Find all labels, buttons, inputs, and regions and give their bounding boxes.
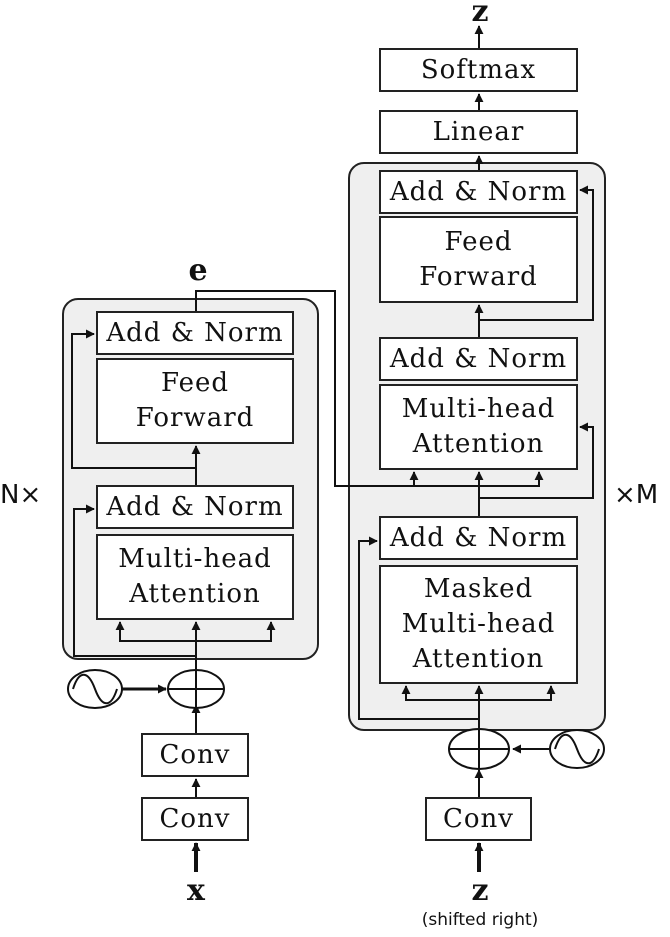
decoder-add-norm-top: Add & Norm [379,170,578,214]
encoder-add-norm-bottom: Add & Norm [96,485,294,529]
decoder-sum-node [448,728,510,770]
decoder-input-note: (shifted right) [421,910,539,930]
decoder-input-label: z [471,873,489,908]
encoder-conv-lower: Conv [141,797,249,841]
decoder-conv: Conv [425,797,532,841]
decoder-add-norm-mid: Add & Norm [379,337,578,381]
encoder-input-label: x [187,873,205,908]
encoder-sum-node [167,669,225,709]
decoder-masked-attention: Masked Multi-head Attention [379,565,578,684]
encoder-feed-forward: Feed Forward [96,358,294,444]
encoder-add-norm-top: Add & Norm [96,311,294,355]
final-output-label: z [471,0,489,29]
encoder-multihead-attention: Multi-head Attention [96,534,294,620]
encoder-conv-upper: Conv [141,733,249,777]
linear-block: Linear [379,110,578,154]
decoder-feed-forward: Feed Forward [379,216,578,303]
decoder-sine-wave-icon [549,729,605,769]
encoder-output-label: e [188,253,208,288]
decoder-add-norm-bottom: Add & Norm [379,516,578,560]
decoder-multihead-attention: Multi-head Attention [379,384,578,470]
softmax-block: Softmax [379,48,578,92]
encoder-sine-wave-icon [67,669,123,709]
encoder-repeat-label: N× [0,480,42,510]
decoder-repeat-label: ×M [614,480,659,510]
